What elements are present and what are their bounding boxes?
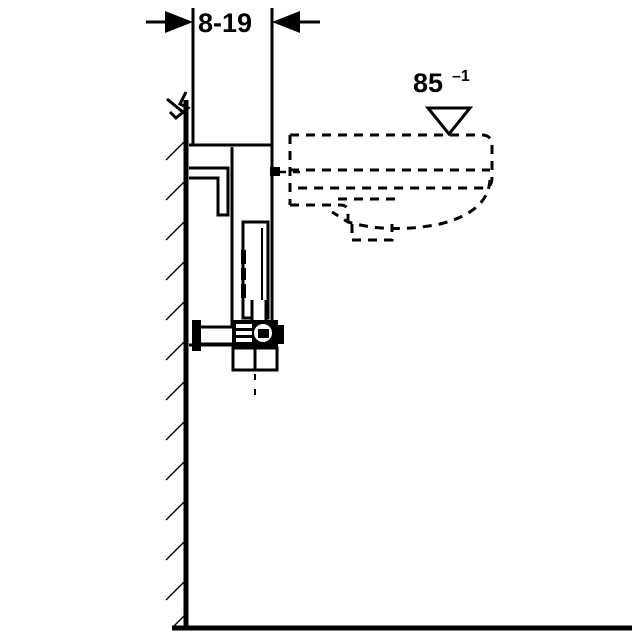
basin-rim-outline — [290, 133, 494, 190]
valve-slot-1 — [236, 324, 252, 328]
dimension-basin-height: 85 –1 — [413, 68, 474, 137]
fixture-mark-lower — [241, 284, 246, 298]
supply-connector-nub — [270, 167, 280, 176]
basin-underside-step — [290, 203, 350, 222]
wall-break-symbol — [168, 91, 191, 121]
valve-cartridge-core — [258, 329, 269, 338]
sanitary-module — [189, 143, 280, 347]
valve-assembly — [192, 320, 284, 400]
valve-slot-2 — [236, 331, 252, 335]
level-triangle-icon — [424, 106, 474, 137]
wall-assembly — [165, 91, 191, 629]
valve-end-cap — [276, 325, 284, 344]
valve-slot-3 — [236, 338, 252, 342]
riser-pipe — [250, 300, 268, 324]
fixture-mark-middle — [241, 268, 246, 280]
upper-mounting-bracket — [189, 166, 230, 217]
level-label-value: 85 — [413, 68, 443, 98]
dimension-label-wall-thickness: 8-19 — [198, 8, 252, 38]
wall-break-symbol-stroke — [166, 97, 185, 115]
washbasin-outline — [288, 133, 494, 242]
dimension-arrow-left — [165, 11, 193, 33]
wall-hatching — [165, 139, 187, 629]
dimension-arrow-right — [272, 11, 300, 33]
basin-drain-box — [350, 224, 394, 242]
basin-bowl-underside — [331, 179, 492, 230]
level-label-superscript: –1 — [452, 68, 470, 85]
wall-anchor-plate — [192, 320, 201, 351]
fixture-mark-upper — [241, 250, 246, 264]
